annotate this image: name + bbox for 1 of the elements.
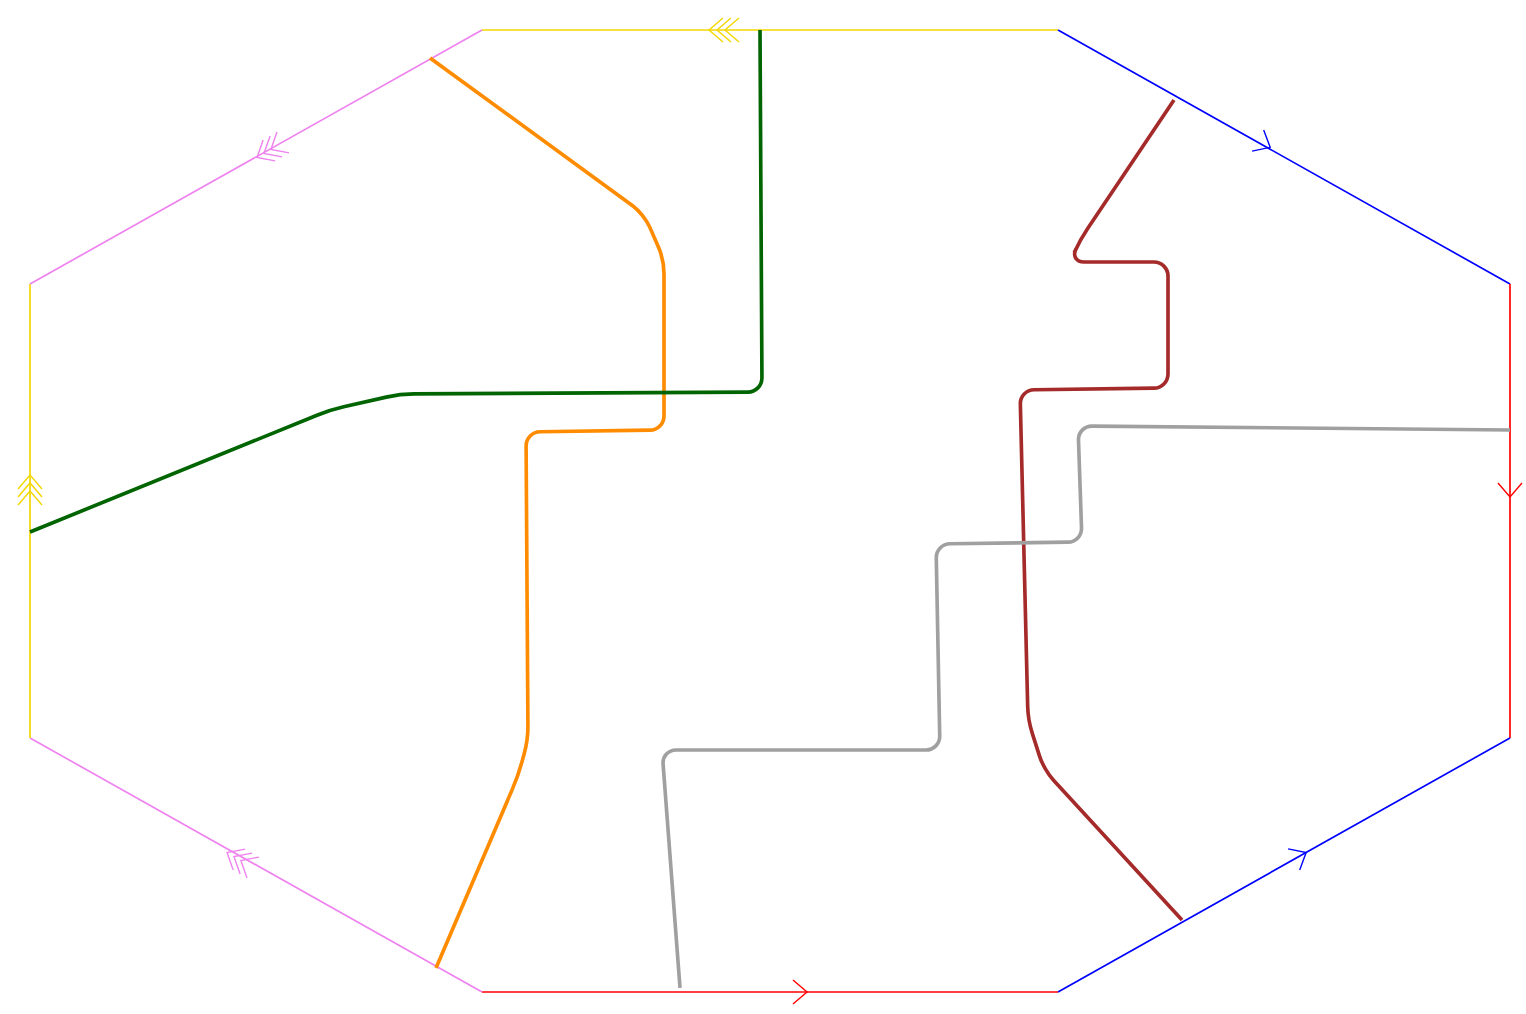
surface-drawing [17, 17, 1523, 1005]
